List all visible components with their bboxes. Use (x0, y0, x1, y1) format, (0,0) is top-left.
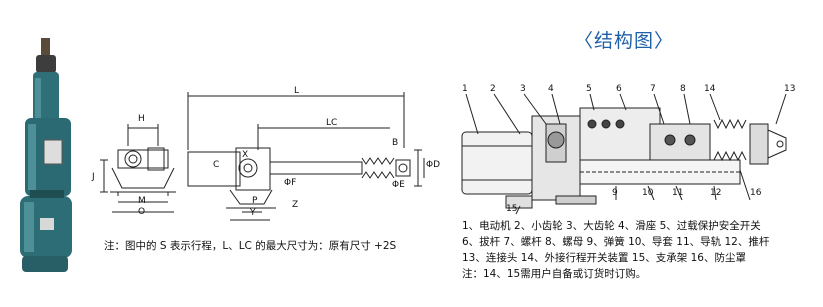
part-number-6: 6 (616, 84, 622, 94)
dim-label-b: B (392, 138, 399, 148)
dim-label-phi-f: ΦF (284, 178, 297, 188)
legend-line: 13、连接头 14、外接行程开关装置 15、支承架 16、防尘罩 (462, 252, 746, 264)
side-view-drawing (100, 124, 176, 213)
part-number-9: 9 (612, 188, 618, 198)
part-number-15: 15 (506, 204, 518, 214)
legend-line: 注：14、15需用户自备或订货时订购。 (462, 268, 647, 280)
dim-label-j: J (92, 172, 95, 182)
part-number-3: 3 (520, 84, 526, 94)
elevation-drawing (187, 92, 425, 221)
part-number-10: 10 (642, 188, 654, 198)
part-number-2: 2 (490, 84, 496, 94)
legend-line: 1、电动机 2、小齿轮 3、大齿轮 4、滑座 5、过载保护安全开关 (462, 220, 761, 232)
part-number-13: 13 (784, 84, 796, 94)
dim-label-phi-e: ΦE (392, 180, 405, 190)
legend-line: 6、拔杆 7、螺杆 8、螺母 9、弹簧 10、导套 11、导轨 12、推杆 (462, 236, 770, 248)
structure-section-drawing (461, 93, 787, 215)
dim-label-l: L (294, 86, 300, 96)
dim-label-phi-d: ΦD (426, 160, 441, 170)
parts-legend: 1、电动机 2、小齿轮 3、大齿轮 4、滑座 5、过载保护安全开关 6、拔杆 7… (462, 218, 769, 282)
dim-label-y: Y (250, 208, 256, 218)
dim-label-m: M (138, 196, 146, 206)
part-number-12: 12 (710, 188, 722, 198)
actuator-photo (20, 38, 72, 272)
diagram-title: 〈结构图〉 (574, 30, 675, 52)
dim-label-x: X (242, 150, 249, 160)
part-number-7: 7 (650, 84, 656, 94)
part-number-8: 8 (680, 84, 686, 94)
part-number-16: 16 (750, 188, 762, 198)
dimension-note: 注：图中的 S 表示行程，L、LC 的最大尺寸为：原有尺寸 +2S (104, 240, 397, 252)
dim-label-o: O (138, 207, 146, 217)
dim-label-c: C (213, 160, 220, 170)
part-number-11: 11 (672, 188, 684, 198)
part-number-1: 1 (462, 84, 468, 94)
dim-label-p: P (252, 196, 258, 206)
dim-label-z: Z (292, 200, 299, 210)
part-number-14: 14 (704, 84, 716, 94)
part-number-4: 4 (548, 84, 554, 94)
dim-label-lc: LC (326, 118, 338, 128)
dim-label-h: H (138, 114, 145, 124)
part-number-5: 5 (586, 84, 592, 94)
